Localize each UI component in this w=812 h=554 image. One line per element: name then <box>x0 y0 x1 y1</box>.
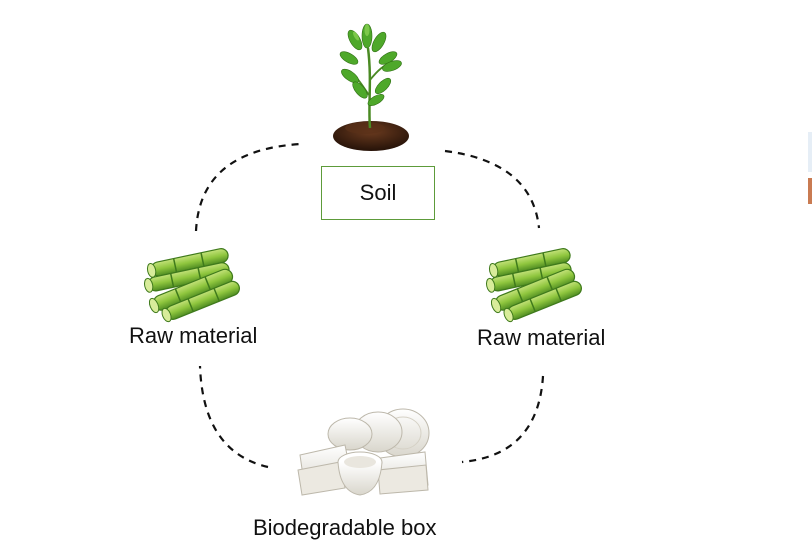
connector-box-to-left-raw <box>198 365 269 469</box>
cycle-connectors <box>194 142 545 469</box>
connector-right-raw-to-box <box>461 375 545 464</box>
sugarcane-icon <box>484 246 585 324</box>
connector-soil-to-right-raw <box>444 149 541 229</box>
edge-artifact <box>808 132 812 204</box>
raw-material-left-label: Raw material <box>129 323 258 348</box>
plant-in-soil-icon <box>333 23 409 151</box>
soil-node: Soil <box>321 166 435 220</box>
tableware-stack-icon <box>297 408 430 496</box>
soil-label: Soil <box>359 180 397 205</box>
sugarcane-icon <box>142 246 243 324</box>
connector-left-raw-to-soil <box>194 142 302 232</box>
raw-material-right-label: Raw material <box>477 325 606 350</box>
biodegradable-box-label: Biodegradable box <box>253 515 437 540</box>
